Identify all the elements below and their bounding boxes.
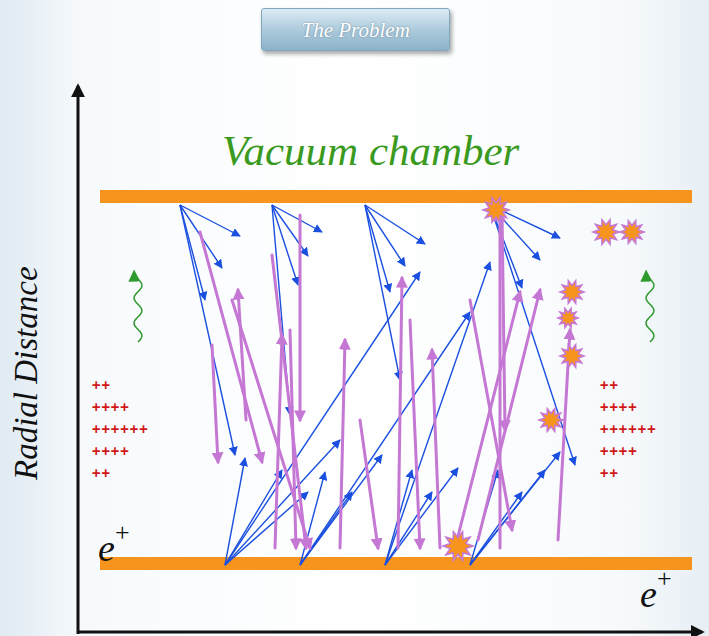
electron-trajectory <box>180 205 240 236</box>
electron-trajectory <box>272 205 322 232</box>
impact-burst <box>483 198 509 223</box>
electron-trajectory <box>272 205 308 256</box>
charge-row: ++ <box>600 378 619 392</box>
ion-trajectory <box>499 212 502 548</box>
electron-trajectory <box>385 262 490 565</box>
title-text: The Problem <box>302 18 409 43</box>
ion-trajectory <box>238 290 246 420</box>
charge-row: ++++++ <box>600 422 657 436</box>
electron-trajectory <box>490 205 575 465</box>
electron-trajectory <box>385 468 458 565</box>
ion-trajectory <box>275 335 282 548</box>
electron-trajectory <box>225 272 420 565</box>
ion-trajectory <box>432 350 440 548</box>
charge-row: ++++ <box>600 400 638 414</box>
chamber-wall-bottom <box>100 557 692 570</box>
electron-trajectory <box>365 205 400 380</box>
axis-label: Radial Distance <box>8 266 45 480</box>
photon-wave <box>646 272 654 342</box>
ion-trajectory <box>232 300 310 548</box>
positron-label: e+ <box>640 566 672 613</box>
chamber-title: Vacuum chamber <box>222 126 519 175</box>
ion-trajectory <box>272 255 306 548</box>
ion-trajectory <box>478 290 540 540</box>
charge-row: ++++ <box>600 444 638 458</box>
photon-wave <box>134 272 142 342</box>
ion-trajectory <box>212 345 218 462</box>
title-box: The Problem <box>261 8 450 51</box>
charge-row: ++ <box>92 378 111 392</box>
impact-burst <box>593 220 619 245</box>
charge-row: ++++ <box>92 400 130 414</box>
ion-trajectory <box>299 215 302 420</box>
charge-row: ++++++ <box>92 422 149 436</box>
electron-trajectory <box>365 205 425 244</box>
impact-burst <box>620 221 644 244</box>
positron-label: e+ <box>98 520 130 567</box>
y-axis <box>77 86 80 634</box>
electron-trajectory <box>470 452 560 565</box>
ion-trajectory <box>200 232 262 462</box>
ion-trajectory <box>398 278 402 548</box>
impact-burst <box>443 532 473 561</box>
charge-row: ++ <box>600 466 619 480</box>
impact-burst <box>539 409 563 432</box>
ion-trajectory <box>502 212 505 430</box>
ion-trajectory <box>455 292 520 548</box>
impact-burst <box>558 308 578 327</box>
charge-row: ++ <box>92 466 111 480</box>
electron-trajectory <box>225 470 282 565</box>
ion-trajectory <box>410 320 420 548</box>
ion-trajectory <box>340 340 345 548</box>
chamber-wall-top <box>100 190 692 203</box>
impact-burst <box>560 345 584 368</box>
electron-trajectory <box>300 312 470 565</box>
impact-burst <box>560 281 584 304</box>
electron-trajectory <box>385 492 432 565</box>
x-axis <box>77 631 702 634</box>
ion-trajectory <box>360 420 378 548</box>
charge-row: ++++ <box>92 444 130 458</box>
